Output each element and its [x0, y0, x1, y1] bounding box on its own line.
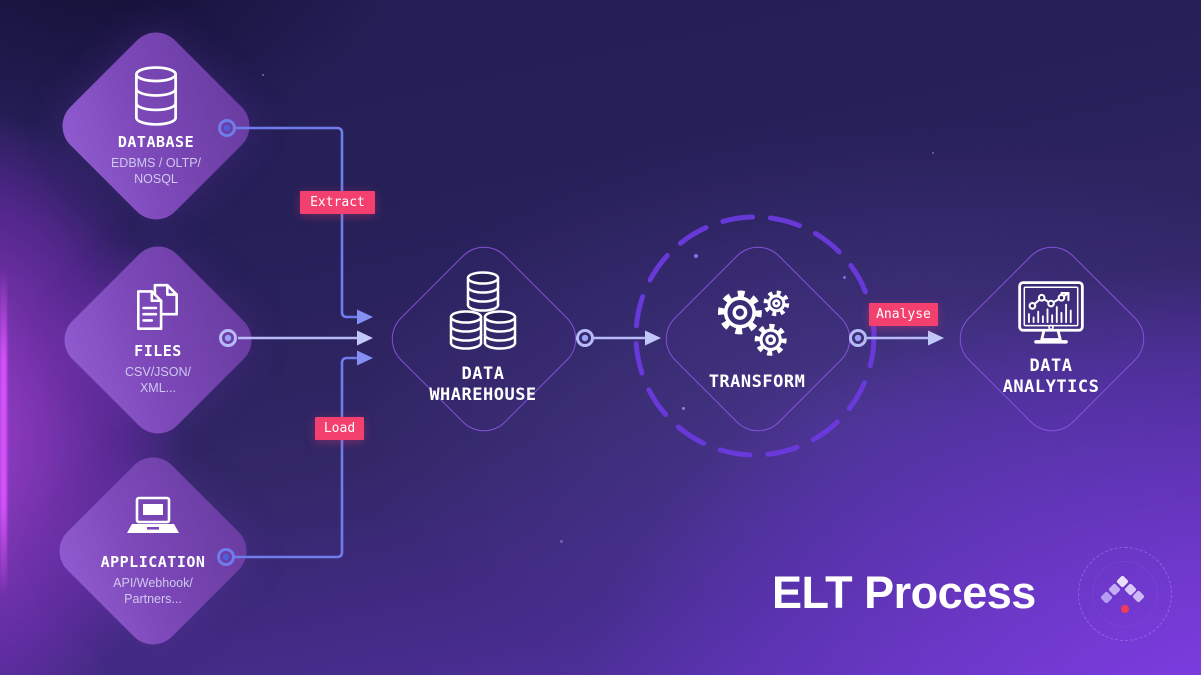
- arrowhead-transform: [645, 330, 661, 346]
- edge-database-to-warehouse: [236, 126, 357, 319]
- connector-dot-warehouse: [576, 329, 594, 347]
- transform-dashed-ring: [633, 214, 877, 458]
- extract-badge[interactable]: Extract: [300, 191, 375, 214]
- connector-dot-transform: [849, 329, 867, 347]
- left-glow-streak: [0, 268, 7, 598]
- connector-dot-application: [217, 548, 235, 566]
- sparkle: [843, 276, 846, 279]
- arrowhead-analyse: [928, 330, 944, 346]
- arrowhead-load: [357, 350, 373, 366]
- page-title: ELT Process: [772, 567, 1036, 618]
- analyse-badge[interactable]: Analyse: [869, 303, 938, 326]
- load-badge[interactable]: Load: [315, 417, 364, 440]
- sparkle: [694, 254, 698, 258]
- logo-red-dot: [1121, 605, 1129, 613]
- sparkle: [682, 407, 685, 410]
- arrowhead-extract: [357, 309, 373, 325]
- edge-application-to-warehouse: [235, 356, 357, 559]
- arrowhead-files: [357, 330, 373, 346]
- connector-dot-database: [218, 119, 236, 137]
- sparkle: [560, 540, 563, 543]
- brand-logo: [1078, 547, 1172, 641]
- connector-dot-files: [219, 329, 237, 347]
- sparkle: [262, 74, 264, 76]
- sparkle: [932, 152, 934, 154]
